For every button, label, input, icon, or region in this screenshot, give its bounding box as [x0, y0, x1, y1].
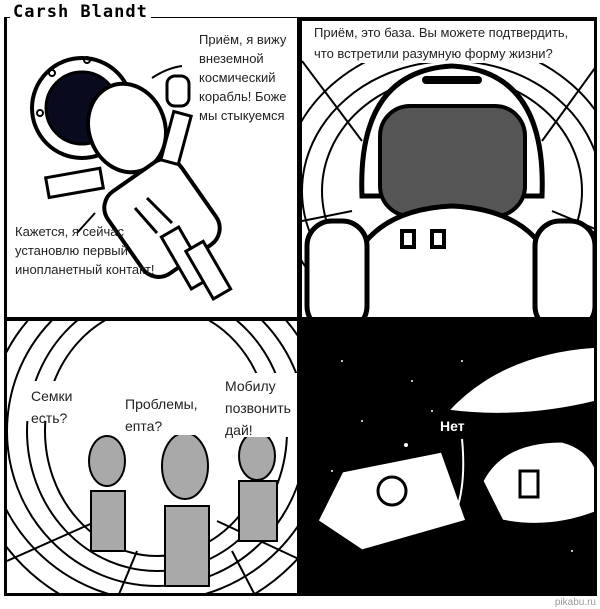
astronaut-floating-drawing: [30, 56, 233, 302]
watermark: pikabu.ru: [554, 597, 596, 608]
aliens-tunnel-drawing: [7, 321, 297, 593]
speech-bubble: [310, 21, 594, 63]
speech-text: Мобилу позвонить дай!: [225, 378, 291, 438]
speech-text: Приём, это база. Вы можете подтвердить, …: [314, 25, 569, 61]
panel-2: Приём, это база. Вы можете подтвердить, …: [299, 18, 597, 320]
speech-text: Нет: [440, 418, 465, 434]
panel-3: Семки есть? Проблемы, епта? Мобилу позво…: [4, 318, 300, 596]
comic-title: Carsh Blandt: [10, 2, 151, 22]
speech-text: Семки есть?: [31, 388, 73, 426]
speech-bubble: [25, 381, 85, 421]
astronaut-front-drawing: [302, 40, 594, 317]
speech-text: Кажется, я сейчас установлю первый инопл…: [15, 224, 155, 277]
speech-bubble: [123, 391, 207, 435]
speech-bubble: [225, 373, 297, 437]
panel-1: Приём, я вижу внеземной космический кора…: [4, 18, 300, 320]
speech-text: Проблемы, епта?: [125, 396, 198, 434]
speech-text: Приём, я вижу внеземной космический кора…: [199, 32, 287, 123]
panel-4: Нет: [299, 318, 597, 596]
docking-spaceships-drawing: [315, 344, 594, 553]
